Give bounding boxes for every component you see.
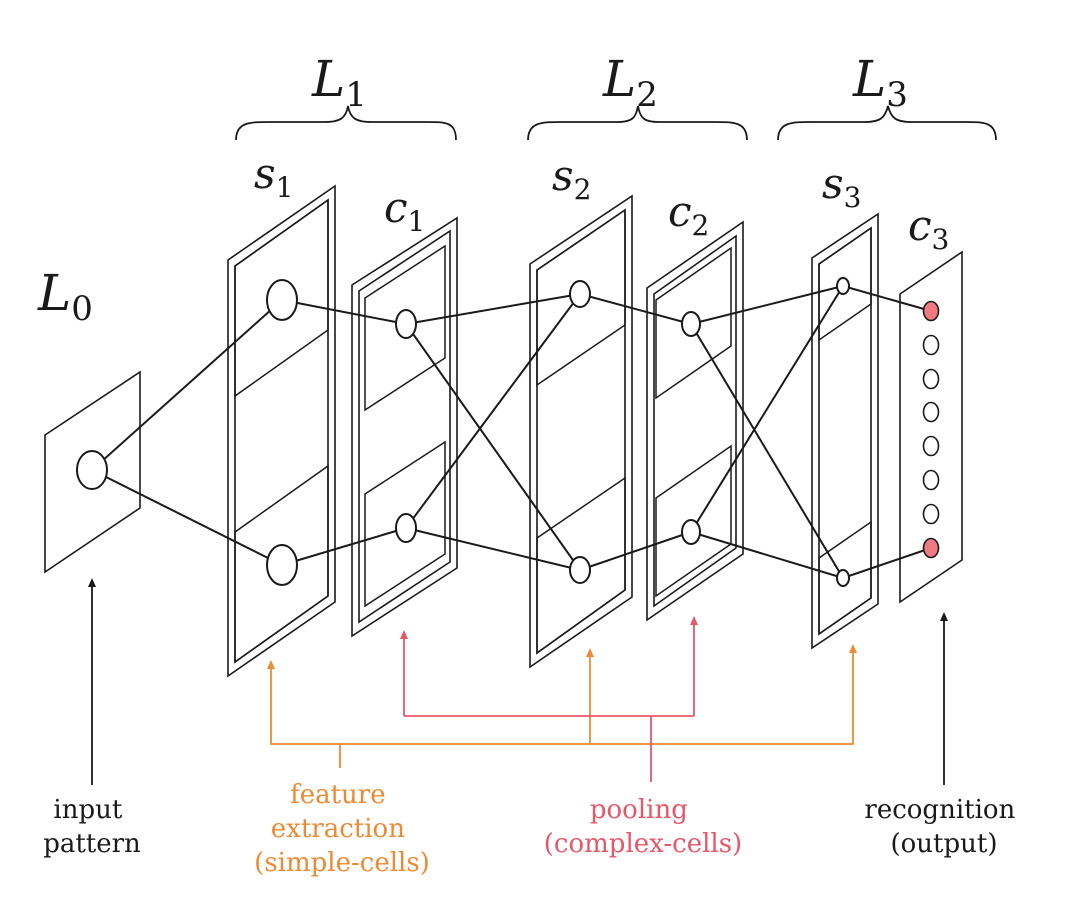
node-c3-5 xyxy=(922,435,940,457)
label-l3-base: L xyxy=(852,50,886,108)
c2-top-subplane xyxy=(655,246,732,400)
brace-l2 xyxy=(527,105,748,141)
brace-l3 xyxy=(777,105,997,141)
annotation-recognition: recognition (output) xyxy=(864,795,1023,859)
plane-s3 xyxy=(811,212,879,650)
label-s2: s2 xyxy=(552,151,591,206)
label-l0-sub: 0 xyxy=(71,289,93,329)
label-s1: s1 xyxy=(254,149,293,204)
annotation-input-line2: pattern xyxy=(43,829,141,859)
label-s3-base: s xyxy=(822,159,844,208)
connections xyxy=(91,285,932,579)
plane-c3 xyxy=(899,250,963,604)
label-l2-base: L xyxy=(602,50,636,108)
s1-bottom-subplane xyxy=(234,464,329,664)
label-s3-sub: 3 xyxy=(844,181,862,214)
c3-output-nodes xyxy=(922,300,940,559)
node-c1-top xyxy=(395,309,417,339)
annotation-input-line1: input xyxy=(53,795,122,825)
node-s3-bottom xyxy=(836,569,850,587)
brace-l1 xyxy=(235,105,457,141)
annotation-feature-extraction: feature extraction (simple-cells) xyxy=(254,780,430,878)
annotation-recognition-line1: recognition xyxy=(864,795,1015,825)
annotation-pooling-line2: (complex-cells) xyxy=(544,829,742,859)
label-s1-base: s xyxy=(254,149,276,198)
label-l1: L1 xyxy=(311,50,367,115)
label-s3: s3 xyxy=(822,159,861,214)
node-s2-top xyxy=(569,280,591,308)
label-c1-base: c xyxy=(384,183,408,232)
node-c3-3 xyxy=(922,368,940,390)
label-l1-sub: 1 xyxy=(345,75,367,115)
node-s1-top xyxy=(266,279,298,321)
s1-top-subplane xyxy=(234,198,329,398)
label-c3-sub: 3 xyxy=(932,223,950,256)
label-c3: c3 xyxy=(908,201,949,256)
node-c1-bottom xyxy=(395,513,417,543)
s3-top-subplane xyxy=(818,226,872,342)
label-l0: L0 xyxy=(37,264,93,329)
node-c3-8 xyxy=(922,537,940,559)
plane-s2 xyxy=(529,194,633,669)
s2-top-subplane xyxy=(536,208,626,387)
s3-bottom-subplane xyxy=(818,520,872,636)
node-s2-bottom xyxy=(569,556,591,584)
node-c2-top xyxy=(681,311,701,337)
node-c3-7 xyxy=(922,503,940,525)
node-c3-2 xyxy=(922,334,940,356)
label-l3-sub: 3 xyxy=(886,75,908,115)
annotation-feature-line3: (simple-cells) xyxy=(254,848,430,878)
annotation-feature-line2: extraction xyxy=(271,814,405,844)
annotation-pooling-line1: pooling xyxy=(590,795,688,825)
node-c3-4 xyxy=(922,401,940,423)
label-c3-base: c xyxy=(908,201,932,250)
label-c2: c2 xyxy=(668,187,709,242)
label-c2-base: c xyxy=(668,187,692,236)
node-c3-1 xyxy=(922,300,940,322)
node-l0 xyxy=(76,450,108,490)
label-s2-sub: 2 xyxy=(574,173,592,206)
label-s2-base: s xyxy=(552,151,574,200)
annotation-recognition-line2: (output) xyxy=(891,829,998,859)
plane-c2 xyxy=(646,220,744,622)
label-l0-base: L xyxy=(37,264,71,322)
c1-bottom-subplane xyxy=(364,440,446,608)
label-s1-sub: 1 xyxy=(276,171,294,204)
node-c2-bottom xyxy=(681,519,701,545)
node-c3-6 xyxy=(922,469,940,491)
annotation-pooling: pooling (complex-cells) xyxy=(544,795,742,859)
label-c1-sub: 1 xyxy=(408,205,426,238)
label-c1: c1 xyxy=(384,183,425,238)
annotation-input: input pattern xyxy=(43,795,141,859)
label-l3: L3 xyxy=(852,50,908,115)
plane-l0 xyxy=(44,370,141,574)
feature-extraction-arrows xyxy=(267,644,857,768)
label-c2-sub: 2 xyxy=(692,209,710,242)
node-s3-top xyxy=(836,277,850,295)
c1-top-subplane xyxy=(364,244,446,412)
label-l1-base: L xyxy=(311,50,345,108)
node-s1-bottom xyxy=(266,544,298,586)
pooling-arrows xyxy=(400,616,698,782)
label-l2: L2 xyxy=(602,50,658,115)
label-l2-sub: 2 xyxy=(636,75,658,115)
plane-c1 xyxy=(351,216,458,638)
s2-bottom-subplane xyxy=(536,476,626,655)
annotation-feature-line1: feature xyxy=(290,780,386,810)
plane-s1 xyxy=(227,184,336,678)
